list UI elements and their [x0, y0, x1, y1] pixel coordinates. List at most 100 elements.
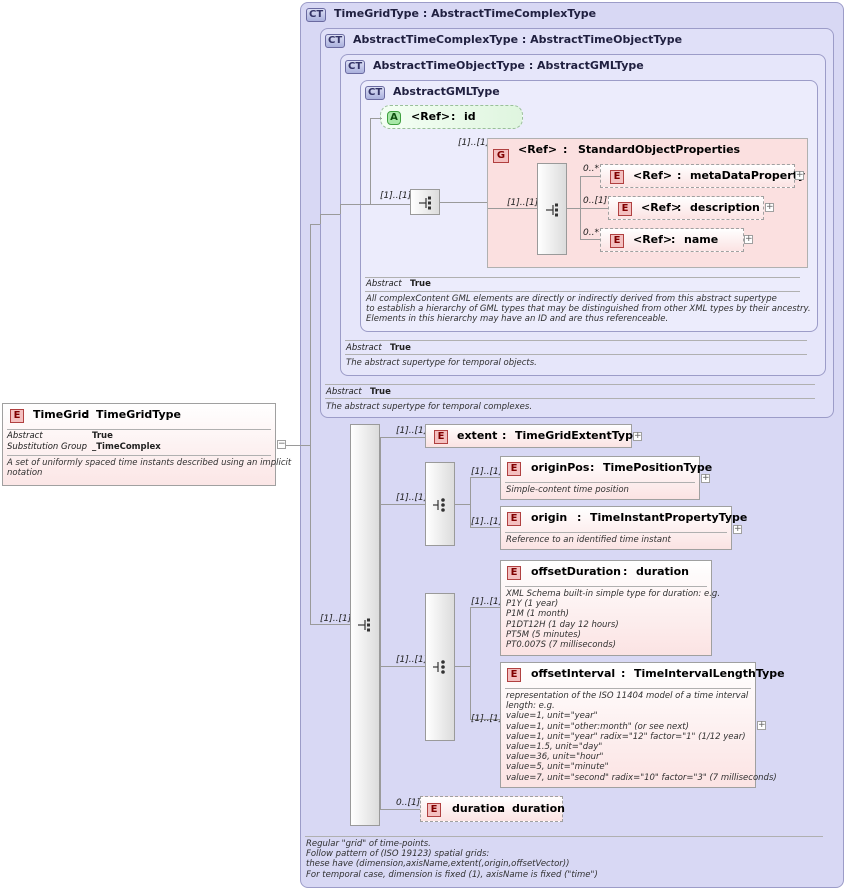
group-name: StandardObjectProperties — [578, 143, 741, 156]
attribute-ref: <Ref> — [411, 110, 451, 123]
connector — [380, 809, 420, 810]
timegridtype-base: AbstractTimeComplexType — [431, 7, 597, 20]
offsetinterval-cardinality: [1]..[1] — [471, 714, 503, 724]
expand-button[interactable]: + — [765, 202, 774, 212]
element-duration[interactable]: E duration : duration — [420, 796, 565, 822]
separator: : — [451, 110, 456, 123]
abstracttimecomplextype-doc: The abstract supertype for temporal comp… — [326, 402, 533, 412]
element-type: TimePositionType — [603, 461, 713, 474]
expand-button[interactable]: + — [744, 234, 753, 244]
abstractgmltype-label: AbstractGMLType — [393, 85, 500, 98]
expand-button[interactable]: + — [633, 431, 642, 441]
divider — [305, 836, 823, 837]
connector — [580, 176, 600, 177]
connector — [286, 445, 310, 446]
abstractgmltype-doc: All complexContent GML elements are dire… — [366, 294, 811, 325]
connector — [580, 208, 608, 209]
prop-value: True — [92, 431, 113, 441]
abstracttimeobjecttype-header[interactable]: CT AbstractTimeObjectType : AbstractGMLT… — [345, 59, 644, 74]
doc-line: P1M (1 month) — [506, 609, 569, 620]
attribute-id[interactable]: A <Ref> : id — [380, 105, 523, 129]
expand-button[interactable]: + — [733, 524, 742, 534]
element-timegrid[interactable]: E TimeGrid : TimeGridType Abstract True … — [2, 403, 291, 486]
abstracttimecomplextype-header[interactable]: CT AbstractTimeComplexType : AbstractTim… — [325, 33, 682, 48]
element-ref: <Ref> — [641, 201, 681, 214]
prop-value: _TimeComplex — [92, 442, 161, 452]
collapse-button[interactable]: − — [277, 439, 286, 449]
complex-type-icon: CT — [345, 60, 366, 74]
abstracttimecomplextype-label: AbstractTimeComplexType — [353, 33, 519, 46]
offsetduration-cardinality: [1]..[1] — [471, 597, 503, 607]
doc-line: value=1, unit="other:month" (or see next… — [506, 721, 689, 732]
connector — [320, 214, 340, 215]
element-offsetduration[interactable]: E offsetDuration : duration XML Schema b… — [500, 560, 720, 656]
extent-cardinality: [1]..[1] — [396, 426, 428, 436]
group-icon: G — [493, 149, 509, 163]
choice1-compositor[interactable] — [425, 462, 455, 546]
connector — [580, 239, 600, 240]
connector — [470, 607, 500, 608]
connector — [455, 504, 470, 505]
expand-button[interactable]: + — [757, 720, 766, 730]
expand-button[interactable]: + — [701, 473, 710, 483]
connector — [340, 204, 341, 214]
element-icon: E — [507, 566, 521, 580]
abstractgmltype-header[interactable]: CT AbstractGMLType — [365, 85, 500, 100]
element-name: extent — [457, 429, 498, 442]
origin-cardinality: [1]..[1] — [471, 517, 503, 527]
element-icon: E — [610, 234, 624, 248]
element-name: description — [690, 201, 760, 214]
doc-line: notation — [7, 468, 43, 479]
gml-seq-cardinality: [1]..[1] — [380, 191, 412, 201]
timegridtype-label: TimeGridType — [334, 7, 420, 20]
connector — [370, 118, 382, 119]
abstract-prop-value: True — [390, 343, 411, 353]
separator: : — [623, 565, 628, 578]
connector — [470, 477, 471, 527]
separator: : — [419, 7, 432, 20]
connector — [580, 176, 581, 239]
separator: : — [563, 143, 568, 156]
element-icon: E — [434, 430, 448, 444]
divider — [7, 429, 271, 430]
doc-line: value=36, unit="hour" — [506, 752, 604, 763]
abstracttimecomplextype-base: AbstractTimeObjectType — [530, 33, 683, 46]
element-name: duration — [452, 802, 505, 815]
element-extent[interactable]: E extent : TimeGridExtentType — [425, 424, 640, 448]
connector — [370, 118, 371, 204]
element-name: metaDataProperty — [690, 169, 806, 182]
offsetduration-doc: XML Schema built-in simple type for dura… — [506, 589, 720, 650]
complex-type-icon: CT — [325, 34, 346, 48]
divider — [505, 688, 751, 689]
element-metadataproperty[interactable]: E <Ref> : metaDataProperty — [600, 164, 805, 188]
separator: : — [83, 408, 88, 421]
choice2-compositor[interactable] — [425, 593, 455, 741]
group-sequence-compositor[interactable] — [537, 163, 567, 255]
separator: : — [499, 802, 504, 815]
separator: : — [502, 429, 507, 442]
element-label: TimeGrid — [33, 408, 90, 421]
element-origin[interactable]: E origin : TimeInstantPropertyType Refer… — [500, 506, 747, 550]
element-name: offsetDuration — [531, 565, 621, 578]
doc-line: value=1.5, unit="day" — [506, 742, 603, 753]
separator: : — [677, 169, 682, 182]
attribute-icon: A — [387, 111, 401, 125]
separator: : — [524, 59, 538, 72]
abstracttimeobjecttype-label: AbstractTimeObjectType — [373, 59, 525, 72]
connector — [470, 607, 471, 719]
sequence-icon — [357, 617, 373, 632]
complex-type-icon: CT — [365, 86, 386, 100]
element-name: name — [684, 233, 719, 246]
timegridtype-header[interactable]: CT TimeGridType : AbstractTimeComplexTyp… — [306, 7, 596, 22]
gml-sequence-compositor[interactable] — [410, 189, 440, 215]
complex-type-icon: CT — [306, 8, 327, 22]
element-name-ref[interactable]: E <Ref> : name — [600, 228, 744, 252]
element-description[interactable]: E <Ref> : description — [608, 196, 764, 220]
abstracttimeobjecttype-base: AbstractGMLType — [537, 59, 644, 72]
group-header: G — [493, 143, 509, 163]
expand-button[interactable]: + — [795, 170, 804, 180]
element-offsetinterval[interactable]: E offsetInterval : TimeIntervalLengthTyp… — [500, 662, 785, 788]
element-originpos[interactable]: E originPos : TimePositionType Simple-co… — [500, 456, 712, 500]
connector — [340, 204, 410, 205]
abstract-prop-name: Abstract — [326, 387, 362, 397]
